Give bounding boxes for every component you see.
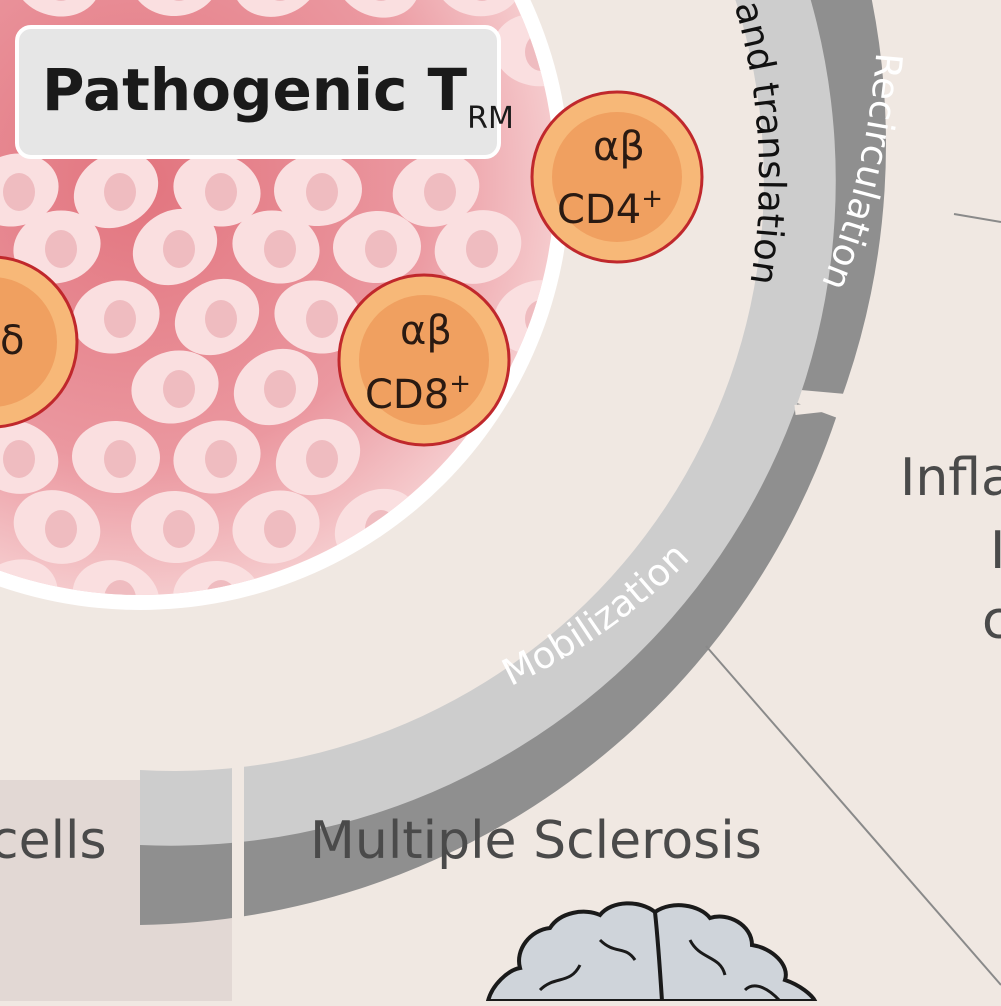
- cell-nucleus: [306, 300, 338, 338]
- cell-nucleus: [626, 300, 658, 338]
- cell-nucleus: [525, 580, 555, 595]
- epithelial-cell: [535, 350, 555, 424]
- cell-nucleus: [424, 580, 456, 595]
- cell-nucleus: [104, 173, 136, 211]
- cell-nucleus: [163, 510, 195, 548]
- cd4-sup-label: +: [641, 184, 663, 214]
- epithelial-cell: [626, 0, 735, 30]
- epithelial-cell: [585, 409, 691, 505]
- title-sub: RM: [467, 101, 514, 136]
- right-label-line3: c: [982, 591, 1001, 651]
- epithelial-cell: [72, 560, 160, 595]
- cell-nucleus: [104, 440, 136, 478]
- epithelial-cell: [590, 10, 685, 91]
- t-cell-cd4: αβ CD4+: [530, 90, 704, 264]
- cell-nucleus: [466, 230, 498, 268]
- svg-text:Pathogenic TRM: Pathogenic TRM: [42, 56, 514, 136]
- cell-nucleus: [668, 370, 700, 408]
- cell-nucleus: [104, 580, 136, 595]
- cd8-sup-label: +: [449, 369, 471, 399]
- t-cell-cd8: αβ CD8+: [337, 273, 511, 447]
- cell-nucleus: [626, 440, 658, 478]
- cell-nucleus: [45, 230, 77, 268]
- cd4-top-label: αβ: [593, 124, 645, 170]
- t-cell-gd: δ: [0, 255, 79, 429]
- cell-nucleus: [205, 300, 237, 338]
- connector-line-lower: [705, 645, 1001, 986]
- connector-line-upper: [953, 213, 1001, 223]
- cell-nucleus: [306, 173, 338, 211]
- cell-nucleus: [525, 440, 555, 478]
- svg-text:CD4+: CD4+: [557, 184, 663, 233]
- cd8-bottom-label: CD8: [365, 372, 449, 418]
- cell-nucleus: [567, 370, 599, 408]
- cell-nucleus: [567, 510, 599, 548]
- cell-nucleus: [163, 230, 195, 268]
- right-label-line1: Infla: [900, 448, 1001, 508]
- multiple-sclerosis-label: Multiple Sclerosis: [310, 811, 762, 871]
- cell-nucleus: [365, 230, 397, 268]
- cell-nucleus: [3, 440, 35, 478]
- cell-nucleus: [466, 510, 498, 548]
- gd-partial-label: δ: [0, 318, 24, 364]
- cell-nucleus: [264, 230, 296, 268]
- cell-nucleus: [163, 370, 195, 408]
- epithelial-cell: [173, 560, 261, 595]
- title-main: Pathogenic T: [42, 56, 468, 124]
- epithelial-cell: [583, 265, 694, 368]
- cell-nucleus: [626, 33, 658, 71]
- epithelial-cell: [535, 0, 555, 17]
- cd8-top-label: αβ: [400, 308, 452, 354]
- brain-icon: [485, 901, 819, 1003]
- cell-nucleus: [424, 173, 456, 211]
- epithelial-cell: [0, 559, 58, 595]
- epithelial-cell: [493, 420, 555, 494]
- epithelial-cell: [434, 490, 522, 564]
- ring-separator-arrow: [794, 400, 841, 415]
- title-box: Pathogenic TRM: [15, 25, 514, 159]
- cell-nucleus: [306, 580, 338, 595]
- cell-nucleus: [104, 300, 136, 338]
- right-label-line2: I: [990, 521, 1001, 581]
- cell-nucleus: [306, 440, 338, 478]
- epithelial-cell: [535, 490, 555, 564]
- left-panel-label: cells: [0, 811, 107, 871]
- cd4-bottom-label: CD4: [557, 187, 641, 233]
- cell-nucleus: [668, 0, 700, 1]
- cell-nucleus: [264, 510, 296, 548]
- cell-nucleus: [205, 440, 237, 478]
- cell-nucleus: [205, 173, 237, 211]
- cell-nucleus: [264, 370, 296, 408]
- outer-ring: [140, 0, 886, 925]
- cell-nucleus: [45, 510, 77, 548]
- cell-nucleus: [567, 0, 599, 1]
- ring-light: [140, 0, 836, 846]
- svg-text:CD8+: CD8+: [365, 369, 471, 418]
- epithelial-cell: [393, 558, 479, 595]
- cell-nucleus: [3, 173, 35, 211]
